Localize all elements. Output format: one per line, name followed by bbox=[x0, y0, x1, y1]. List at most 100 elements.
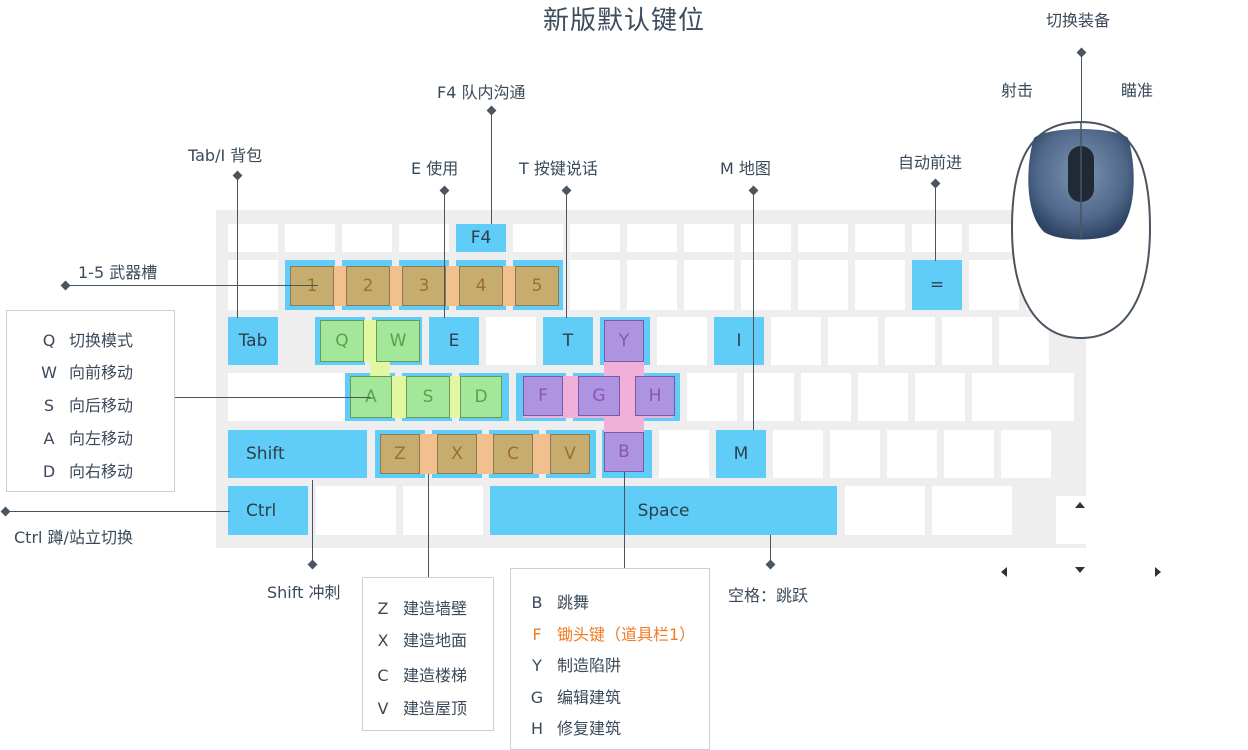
key bbox=[285, 224, 335, 252]
label-aim: 瞄准 bbox=[1121, 81, 1154, 100]
legend-key: V bbox=[377, 699, 389, 718]
legend-key: G bbox=[530, 688, 544, 707]
legend-text: 向右移动 bbox=[69, 462, 134, 481]
key-ctrl: Ctrl bbox=[228, 486, 308, 535]
key-b: B bbox=[604, 432, 644, 472]
key bbox=[513, 224, 563, 252]
legend-key: W bbox=[41, 363, 57, 382]
key-shift: Shift bbox=[228, 430, 367, 478]
key bbox=[744, 373, 794, 421]
key bbox=[912, 224, 962, 252]
key bbox=[999, 317, 1049, 365]
legend-key: A bbox=[43, 429, 55, 448]
legend-row: W 向前移动 bbox=[37, 359, 133, 383]
key bbox=[932, 486, 1012, 535]
key-equals: = bbox=[912, 260, 962, 310]
legend-text: 向前移动 bbox=[69, 363, 134, 382]
legend-key: D bbox=[42, 462, 56, 481]
legend-key: H bbox=[530, 719, 544, 738]
leader-dot bbox=[765, 559, 776, 570]
key bbox=[316, 486, 396, 535]
key-5: 5 bbox=[515, 266, 559, 306]
key bbox=[801, 373, 851, 421]
legend-text: 切换模式 bbox=[69, 331, 134, 350]
key-h: H bbox=[635, 376, 675, 416]
legend-text: 建造墙壁 bbox=[403, 599, 468, 618]
key bbox=[942, 317, 992, 365]
key bbox=[570, 224, 620, 252]
legend-row: H 修复建筑 bbox=[525, 715, 621, 739]
label-t: T 按键说话 bbox=[519, 159, 598, 178]
key bbox=[885, 317, 935, 365]
leader-dot bbox=[232, 170, 243, 181]
key-x: X bbox=[437, 434, 477, 474]
leader-line bbox=[66, 285, 318, 286]
key-f4: F4 bbox=[456, 224, 506, 252]
key bbox=[741, 224, 791, 252]
leader-line bbox=[428, 474, 429, 578]
leader-line bbox=[444, 190, 445, 318]
leader-line bbox=[491, 110, 492, 224]
key bbox=[887, 430, 937, 478]
legend-key: B bbox=[531, 593, 543, 612]
key bbox=[855, 260, 905, 310]
key bbox=[798, 224, 848, 252]
legend-row: D 向右移动 bbox=[37, 458, 133, 482]
key-e: E bbox=[429, 317, 479, 365]
label-switch-equipment: 切换装备 bbox=[1046, 11, 1111, 30]
key bbox=[684, 260, 734, 310]
label-fire: 射击 bbox=[1001, 81, 1034, 100]
key bbox=[627, 260, 677, 310]
key-w: W bbox=[376, 320, 420, 362]
key-z: Z bbox=[380, 434, 420, 474]
legend-key: Z bbox=[377, 599, 389, 618]
key-d: D bbox=[460, 376, 502, 418]
legend-key: S bbox=[43, 396, 55, 415]
key-1: 1 bbox=[290, 266, 334, 306]
legend-row: G 编辑建筑 bbox=[525, 684, 621, 708]
key bbox=[342, 224, 392, 252]
leader-dot bbox=[486, 105, 497, 116]
label-ctrl: Ctrl 蹲/站立切换 bbox=[14, 528, 133, 547]
leader-dot bbox=[60, 280, 71, 291]
key bbox=[657, 317, 707, 365]
leader-dot bbox=[307, 559, 318, 570]
legend-row: Z 建造墙壁 bbox=[371, 595, 468, 619]
legend-key: F bbox=[532, 625, 542, 644]
key bbox=[771, 317, 821, 365]
key bbox=[845, 486, 925, 535]
key bbox=[830, 430, 880, 478]
key bbox=[773, 430, 823, 478]
key bbox=[944, 430, 994, 478]
legend-text: 修复建筑 bbox=[557, 719, 622, 738]
key bbox=[969, 224, 1019, 252]
leader-line bbox=[237, 175, 238, 318]
legend-key: X bbox=[377, 631, 389, 650]
key-i: I bbox=[714, 317, 764, 365]
leader-line bbox=[175, 397, 371, 398]
page-title: 新版默认键位 bbox=[542, 6, 705, 36]
arrow-right-icon bbox=[1155, 567, 1161, 577]
mouse-icon bbox=[1010, 120, 1152, 340]
arrow-down-icon bbox=[1075, 567, 1085, 573]
label-e: E 使用 bbox=[411, 159, 459, 178]
legend-text: 编辑建筑 bbox=[557, 688, 622, 707]
label-tab: Tab/I 背包 bbox=[188, 146, 263, 165]
key-4: 4 bbox=[459, 266, 503, 306]
legend-text: 制造陷阱 bbox=[557, 656, 622, 675]
key bbox=[741, 260, 791, 310]
key-g: G bbox=[578, 376, 620, 416]
key-tab: Tab bbox=[228, 317, 278, 365]
key-space: Space bbox=[490, 486, 837, 535]
leader-line bbox=[312, 480, 313, 564]
key bbox=[855, 224, 905, 252]
key bbox=[403, 486, 483, 535]
key-2: 2 bbox=[346, 266, 390, 306]
